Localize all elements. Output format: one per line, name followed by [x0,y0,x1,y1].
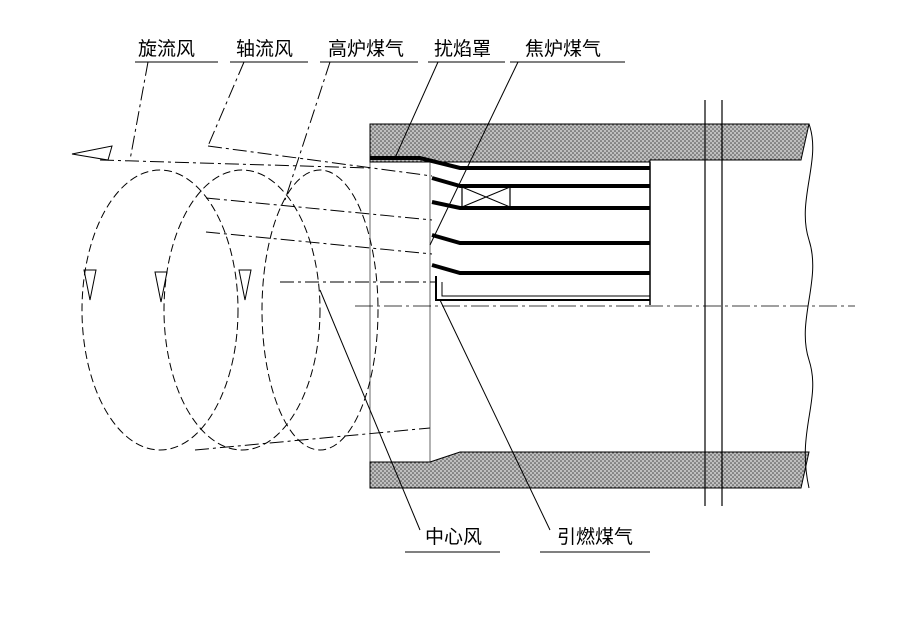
label-ignition-gas: 引燃煤气 [557,526,634,548]
pipe-wall-top [369,123,810,163]
axial-flow-lines [99,145,436,451]
break-line [804,123,814,489]
leader-lines [129,61,650,553]
gas-channels [369,156,651,462]
label-bf-gas: 高炉煤气 [328,38,405,60]
label-coke-gas: 焦炉煤气 [525,38,602,60]
flow-arrows [71,145,252,303]
flange [704,100,723,506]
swirl-spirals [81,169,379,451]
label-flame-hood: 扰焰罩 [434,38,492,60]
pipe-wall-bottom [369,451,810,489]
label-center-air: 中心风 [425,526,483,548]
label-swirl-air: 旋流风 [138,38,196,60]
label-axial-air: 轴流风 [236,38,294,60]
